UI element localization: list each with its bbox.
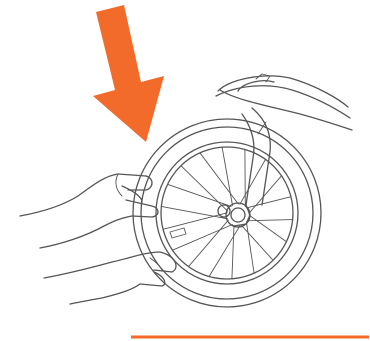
wheel-spoke xyxy=(209,226,240,277)
wheel-spoke xyxy=(249,215,287,242)
wheel-spoke xyxy=(247,220,292,221)
wheel-spoke xyxy=(181,166,228,212)
wheel-spoke xyxy=(242,225,274,260)
wheel-spoke xyxy=(222,147,232,205)
wheel-spoke xyxy=(189,220,229,266)
wheel-icon xyxy=(133,119,321,307)
wheel-spoke xyxy=(246,197,291,208)
direction-arrow-icon xyxy=(93,5,164,142)
stroller-frame xyxy=(216,74,352,205)
wheel-spoke xyxy=(163,213,227,230)
wheel-spoke xyxy=(232,225,234,279)
wheel-spoke xyxy=(200,153,238,204)
wheel-spoke xyxy=(246,222,254,273)
wheel-spokes xyxy=(161,147,292,279)
hand-icon xyxy=(44,252,176,304)
wheel-spoke xyxy=(168,184,232,206)
wheel-spoke xyxy=(240,159,266,204)
